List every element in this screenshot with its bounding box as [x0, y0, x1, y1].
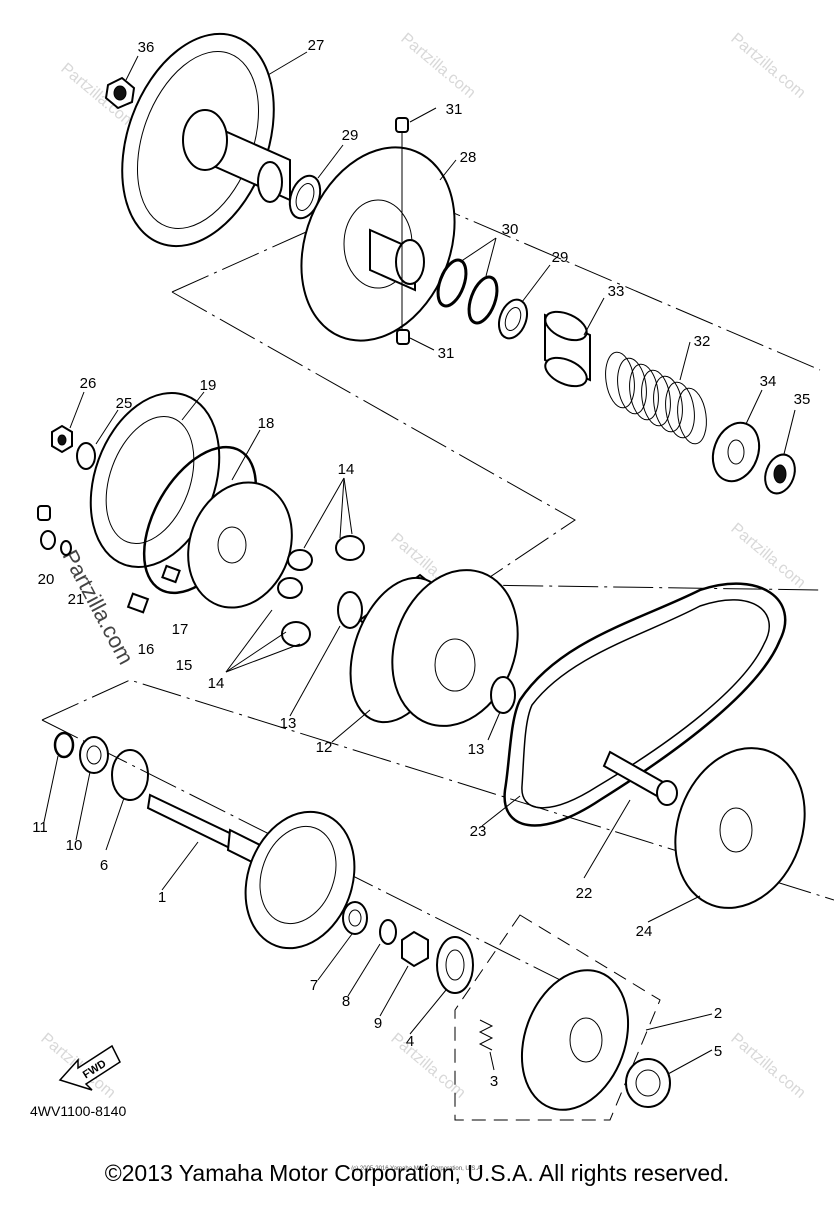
cam-15 — [187, 481, 293, 609]
watermark: Partzilla.com — [727, 520, 808, 592]
watermark: Partzilla.com — [387, 1030, 468, 1102]
callout-1: 1 — [158, 889, 166, 906]
watermark: Partzilla.com — [727, 1030, 808, 1102]
collar-13-lower — [490, 676, 516, 714]
collar-22 — [602, 750, 678, 806]
cam-cover-19 — [89, 391, 221, 569]
diagram-code: 4WV1100-8140 — [30, 1103, 126, 1119]
clutch-carrier-2 — [520, 969, 630, 1111]
callout-23: 23 — [470, 823, 487, 840]
watermark: Partzilla.com — [727, 30, 808, 102]
callout-26: 26 — [80, 375, 97, 392]
callout-13: 13 — [280, 715, 297, 732]
callout-33: 33 — [608, 283, 625, 300]
callout-20: 20 — [38, 571, 55, 588]
spring-seat-34 — [711, 421, 761, 483]
watermark: Partzilla.com — [397, 30, 478, 102]
callout-7: 7 — [310, 977, 318, 994]
bearing-10 — [79, 736, 109, 774]
copyright-notice: ©2013 Yamaha Motor Corporation, U.S.A. A… — [104, 1160, 730, 1186]
slider-17 — [161, 564, 181, 584]
callout-16: 16 — [138, 641, 155, 658]
guide-pin-31-lower — [396, 329, 410, 345]
callout-29: 29 — [342, 127, 359, 144]
callout-31: 31 — [438, 345, 455, 362]
callout-22: 22 — [576, 885, 593, 902]
collar-13-upper — [337, 591, 363, 629]
leader-lines — [43, 51, 796, 1075]
callout-17: 17 — [172, 621, 189, 638]
callout-2: 2 — [714, 1005, 722, 1022]
callout-6: 6 — [100, 857, 108, 874]
collar-5 — [625, 1058, 671, 1108]
callout-5: 5 — [714, 1043, 722, 1060]
nut-9 — [401, 930, 429, 968]
compression-spring-32 — [605, 351, 707, 445]
circlip-6 — [111, 749, 149, 801]
callout-13: 13 — [468, 741, 485, 758]
callout-11: 11 — [32, 819, 48, 836]
circlip-11 — [53, 731, 75, 759]
nut-36 — [104, 76, 136, 110]
callout-36: 36 — [138, 39, 155, 56]
washer-25 — [76, 442, 96, 470]
v-belt-23 — [503, 582, 787, 827]
callout-29: 29 — [552, 249, 569, 266]
fine-print: (c) 2005-2016 Yamaha Motor Corporation, … — [351, 1166, 483, 1172]
callout-3: 3 — [490, 1073, 498, 1090]
callout-32: 32 — [694, 333, 711, 350]
clutch-housing-1 — [244, 810, 356, 950]
nut-35 — [764, 453, 796, 495]
bolt-20-washer-21 — [37, 505, 72, 556]
o-rings-30 — [436, 258, 499, 325]
callout-14: 14 — [208, 675, 225, 692]
callout-21: 21 — [68, 591, 85, 608]
weights-14 — [277, 535, 365, 647]
callout-34: 34 — [760, 373, 777, 390]
callout-8: 8 — [342, 993, 350, 1010]
callout-35: 35 — [794, 391, 811, 408]
callout-27: 27 — [308, 37, 325, 54]
callout-15: 15 — [176, 657, 193, 674]
slider-16 — [126, 592, 150, 614]
primary-sheave-12 — [349, 569, 519, 727]
callout-9: 9 — [374, 1015, 382, 1032]
callout-24: 24 — [636, 923, 653, 940]
callout-14: 14 — [338, 461, 355, 478]
collar-33 — [544, 310, 591, 388]
callout-30: 30 — [502, 221, 519, 238]
callout-31: 31 — [446, 101, 463, 118]
primary-fixed-sheave-24 — [674, 747, 806, 909]
callout-12: 12 — [316, 739, 333, 756]
guide-pin-31-upper — [395, 117, 409, 330]
circlip-8 — [379, 919, 397, 945]
oil-seal-29-lower — [497, 298, 529, 340]
spring-3 — [478, 1019, 494, 1051]
callout-25: 25 — [116, 395, 133, 412]
shaft-1 — [146, 793, 272, 872]
one-way-clutch-4 — [436, 936, 474, 994]
sliding-sheave-28 — [300, 146, 456, 342]
callout-4: 4 — [406, 1033, 414, 1050]
callout-18: 18 — [258, 415, 275, 432]
bearing-7 — [342, 901, 368, 935]
fixed-sheave-27 — [121, 32, 291, 248]
nut-26 — [51, 424, 73, 454]
callout-19: 19 — [200, 377, 217, 394]
callout-10: 10 — [66, 837, 83, 854]
callout-28: 28 — [460, 149, 477, 166]
